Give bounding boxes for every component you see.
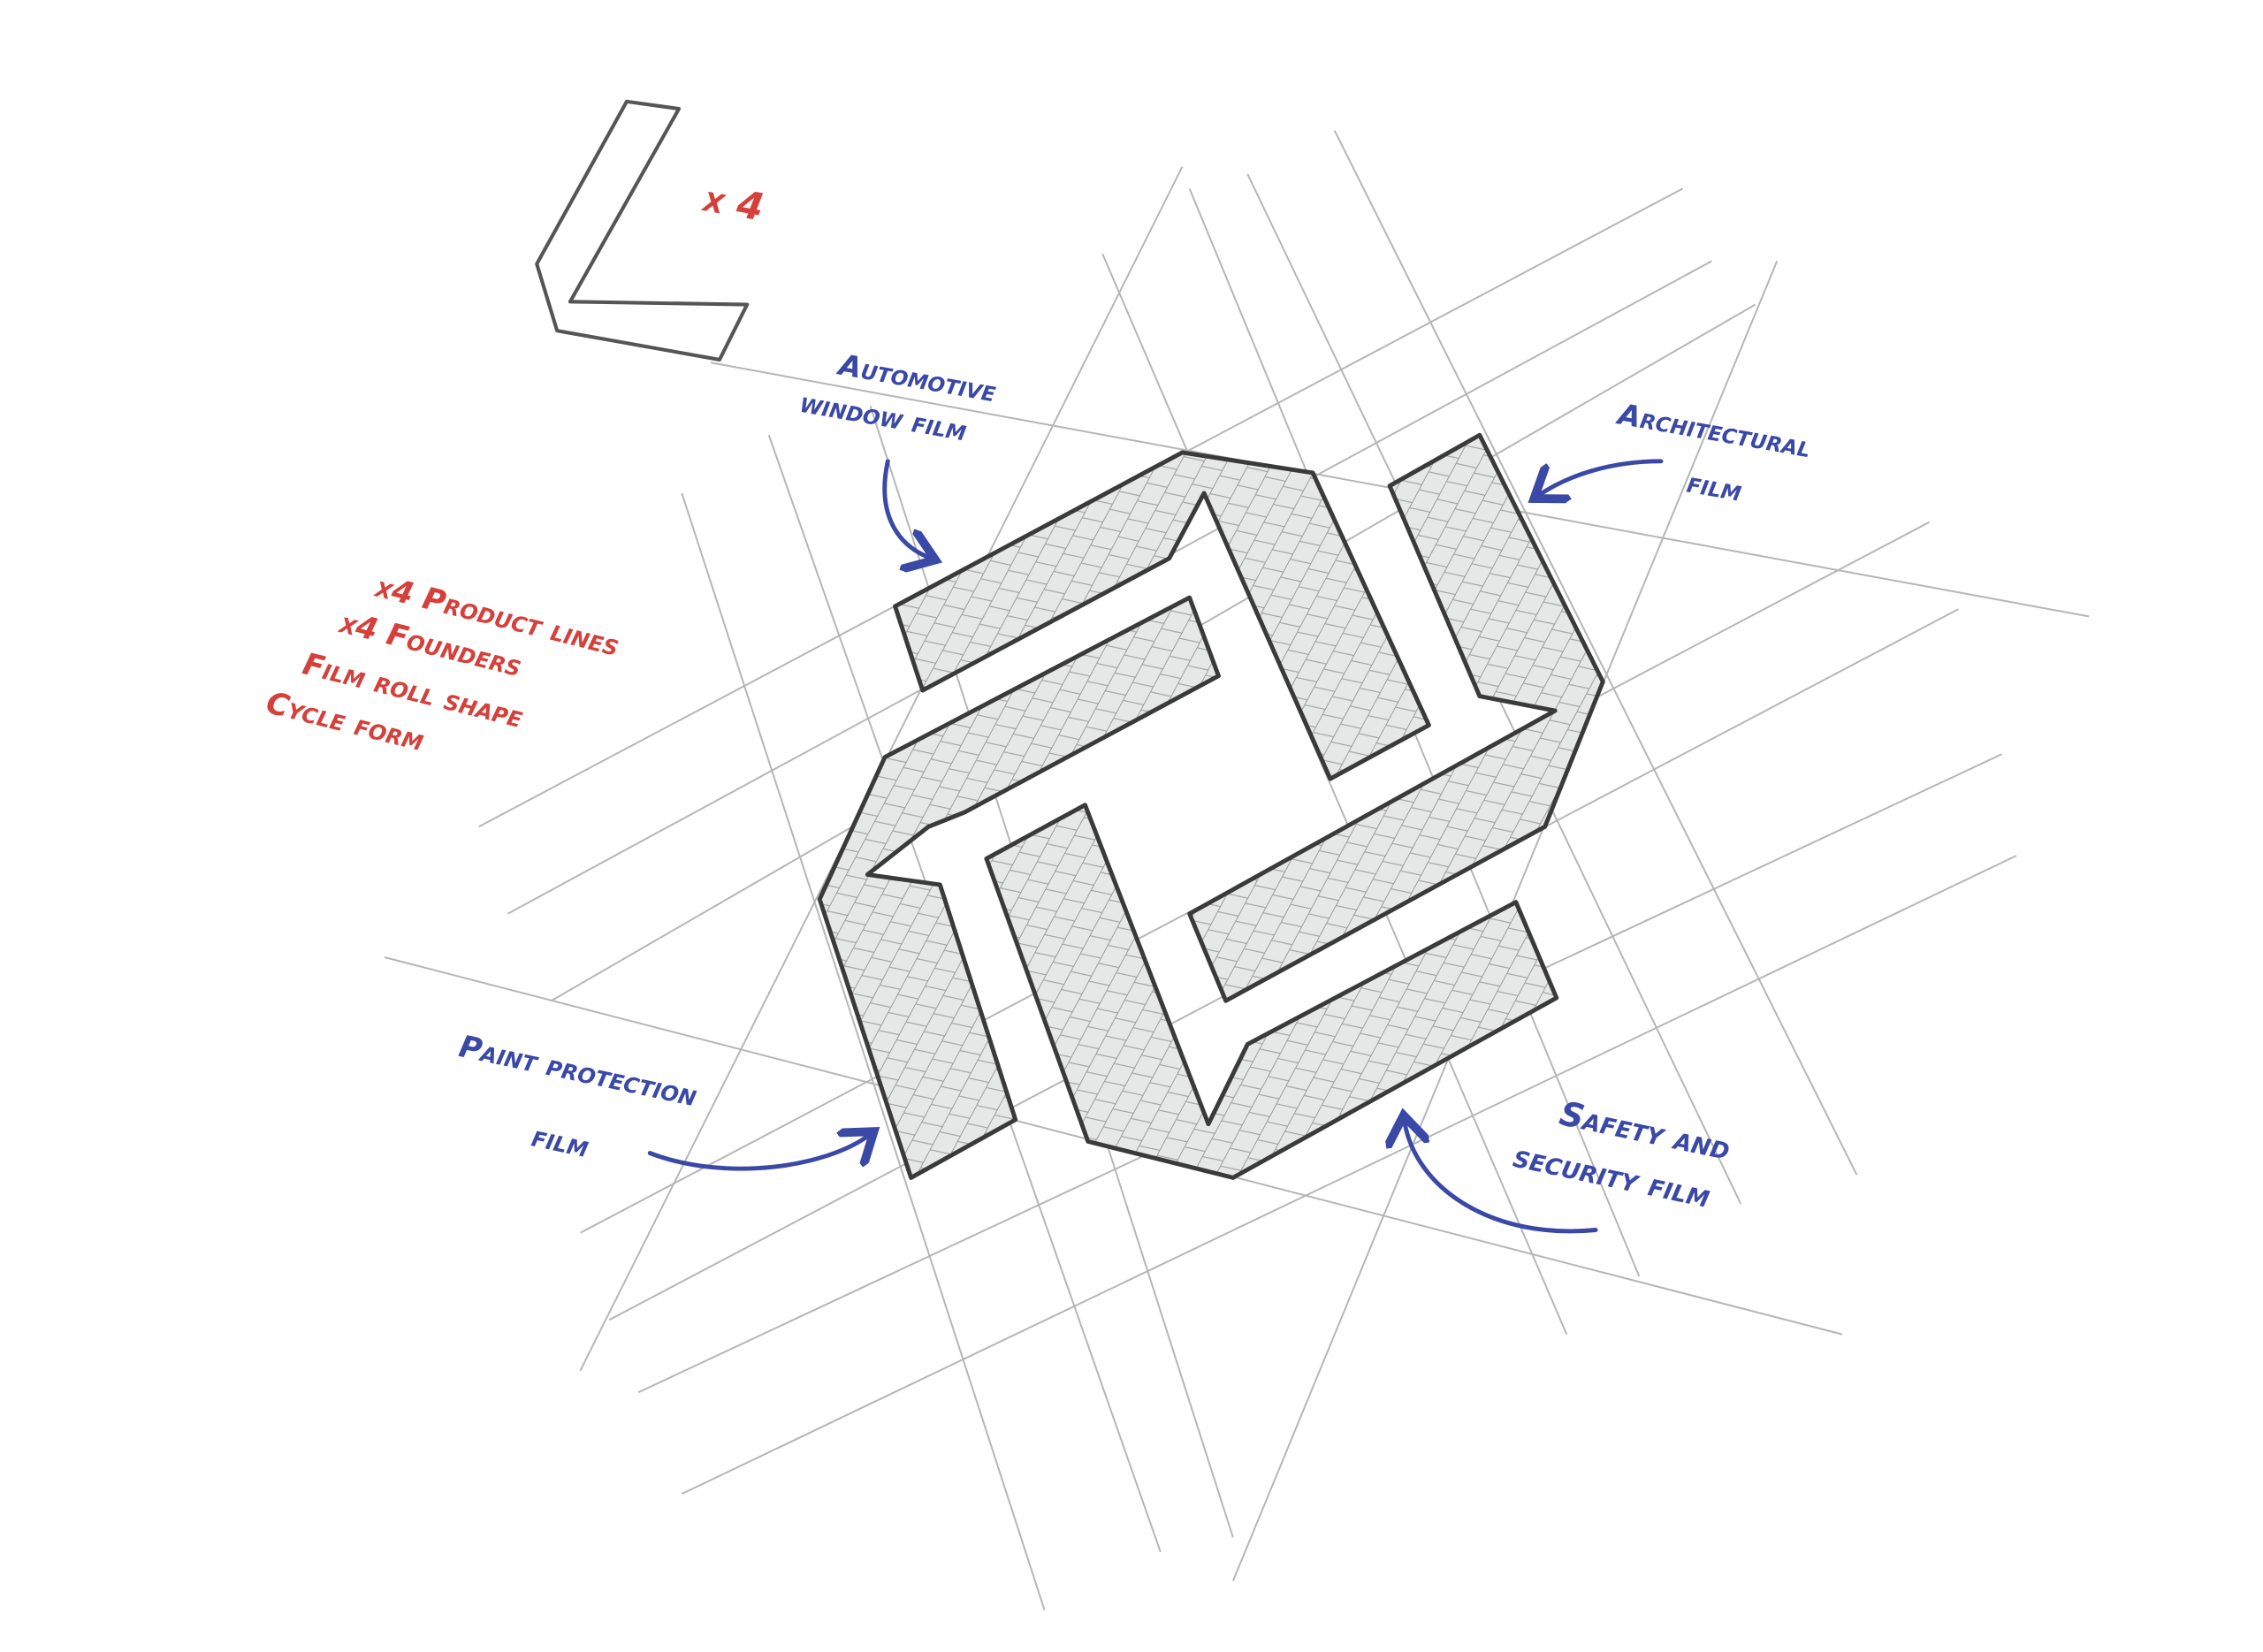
label-line: film (1685, 466, 1745, 508)
notes-list: x4 Product lines x4 Founders Film roll s… (263, 568, 622, 758)
label-architectural-film: Architectural film (1613, 397, 1814, 508)
logo-segment-bottom (984, 803, 1559, 1180)
multiplier-label: x 4 (698, 176, 766, 230)
arrow-icon (647, 1134, 870, 1171)
logo-segment-right (1187, 432, 1605, 1003)
label-safety-security-film: Safety and security film (1510, 1093, 1733, 1215)
construction-grid (384, 130, 2090, 1610)
logo-segment-top (893, 450, 1431, 781)
label-line: Architectural (1613, 397, 1814, 464)
arrow-icon (1404, 1120, 1598, 1234)
logo-segment-left (817, 595, 1221, 1180)
label-paint-protection-film: Paint protection film (456, 1029, 700, 1166)
arrow-icon (1537, 459, 1664, 496)
arrow-icon (882, 459, 932, 559)
logo-mark (817, 432, 1605, 1180)
label-line: film (529, 1119, 592, 1166)
label-line: Paint protection (456, 1029, 700, 1114)
l-segment-icon (535, 99, 750, 362)
